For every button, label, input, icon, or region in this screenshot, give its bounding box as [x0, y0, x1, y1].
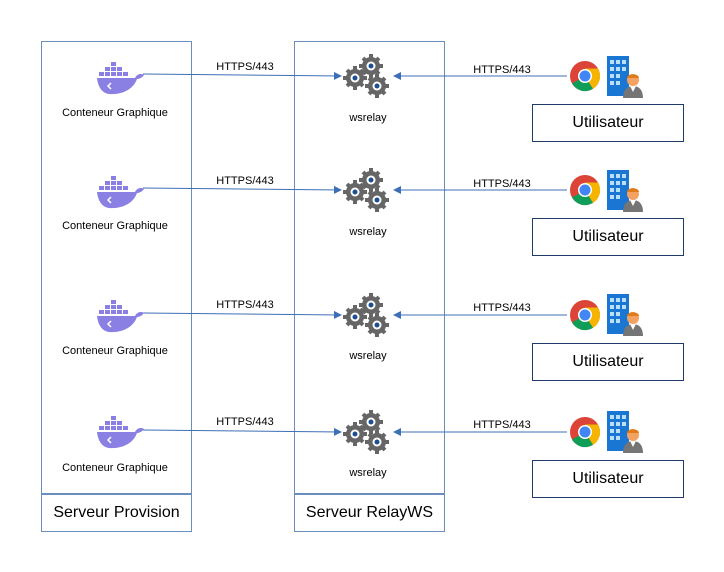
chrome-icon [570, 300, 601, 331]
right-link-label: HTTPS/443 [473, 302, 531, 314]
left-link-label: HTTPS/443 [216, 416, 274, 428]
left-link-label: HTTPS/443 [216, 61, 274, 73]
chrome-icon [570, 61, 601, 92]
user-box: Utilisateur [532, 460, 684, 498]
container-to-relay-arrow [142, 427, 342, 436]
building-user-icon [607, 56, 643, 98]
building-user-icon [607, 294, 643, 336]
container-to-relay-arrow [142, 310, 342, 319]
docker-icon [97, 300, 144, 333]
gears-icon [343, 410, 389, 454]
gears-icon [343, 293, 389, 337]
docker-icon [97, 176, 144, 209]
chrome-icon [570, 175, 601, 206]
container-label: Conteneur Graphique [62, 462, 168, 474]
container-label: Conteneur Graphique [62, 220, 168, 232]
container-to-relay-arrow [142, 185, 342, 194]
building-user-icon [607, 170, 643, 212]
provision-server-label: Serveur Provision [41, 494, 192, 532]
user-box: Utilisateur [532, 343, 684, 381]
container-label: Conteneur Graphique [62, 345, 168, 357]
container-to-relay-arrow [142, 71, 342, 80]
relay-label: wsrelay [349, 112, 387, 124]
right-link-label: HTTPS/443 [473, 419, 531, 431]
user-box: Utilisateur [532, 218, 684, 256]
user-box: Utilisateur [532, 104, 684, 142]
relay-label: wsrelay [349, 350, 387, 362]
docker-icon [97, 62, 144, 95]
right-link-label: HTTPS/443 [473, 64, 531, 76]
gears-icon [343, 54, 389, 98]
left-link-label: HTTPS/443 [216, 175, 274, 187]
docker-icon [97, 416, 144, 449]
right-link-label: HTTPS/443 [473, 178, 531, 190]
left-link-label: HTTPS/443 [216, 299, 274, 311]
relay-server-label: Serveur RelayWS [294, 494, 445, 532]
building-user-icon [607, 411, 643, 453]
relay-label: wsrelay [349, 226, 387, 238]
relay-label: wsrelay [349, 467, 387, 479]
gears-icon [343, 168, 389, 212]
container-label: Conteneur Graphique [62, 107, 168, 119]
provision-server-column [41, 41, 192, 494]
chrome-icon [570, 417, 601, 448]
